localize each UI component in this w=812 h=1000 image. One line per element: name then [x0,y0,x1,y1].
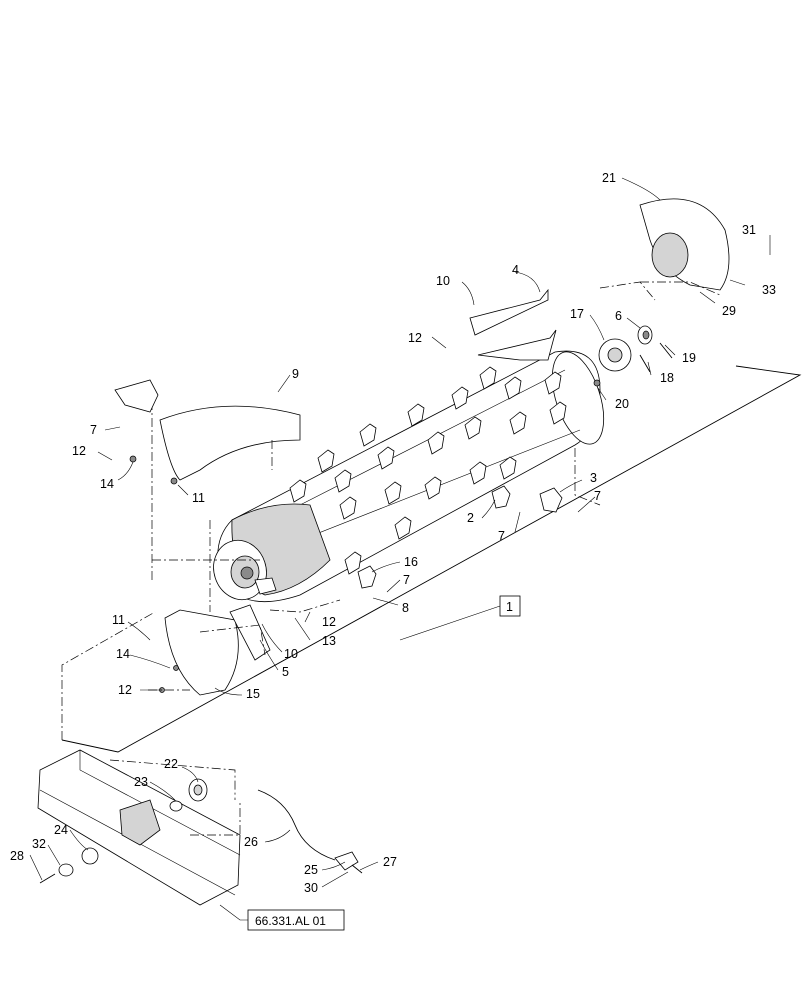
callout-27: 27 [383,855,397,869]
callout-16: 16 [404,555,418,569]
callout-2: 2 [467,511,474,525]
callout-10-bottom: 10 [284,647,298,661]
bearing-plates [159,604,271,696]
callout-12-top: 12 [408,331,422,345]
callout-18: 18 [660,371,674,385]
callout-20: 20 [615,397,629,411]
callout-25: 25 [304,863,318,877]
callout-24: 24 [54,823,68,837]
callout-7-lower: 7 [403,573,410,587]
assembly-frame [61,365,802,753]
callout-11-bottom: 11 [112,613,125,627]
callout-31: 31 [742,223,756,237]
callout-30: 30 [304,881,318,895]
callout-4: 4 [512,263,519,277]
callout-labels: 21 31 33 29 10 4 17 6 12 19 18 20 9 7 12… [10,171,776,895]
callout-3: 3 [590,471,597,485]
callout-23: 23 [134,775,148,789]
callout-28: 28 [10,849,24,863]
callout-box-1: 1 [499,595,521,617]
drive-end [593,198,730,387]
callout-19: 19 [682,351,696,365]
top-shields [469,288,557,361]
reference-box-label: 66.331.AL 01 [255,914,326,928]
callout-33: 33 [762,283,776,297]
callout-7-mid: 7 [498,529,505,543]
reference-box: 66.331.AL 01 [247,909,345,931]
callout-22: 22 [164,757,178,771]
loose-paddles [357,485,563,589]
callout-17: 17 [570,307,584,321]
cable-assembly [257,789,363,874]
drum-rotor [213,350,605,602]
callout-9: 9 [292,367,299,381]
callout-7-right: 7 [594,489,601,503]
callout-14-bottom: 14 [116,647,130,661]
callout-15: 15 [246,687,260,701]
callout-21: 21 [602,171,616,185]
callout-32: 32 [32,837,46,851]
leader-lines [29,177,771,921]
callout-12-mid: 12 [322,615,336,629]
callout-13: 13 [322,634,336,648]
drum-paddles [289,366,567,575]
callout-6: 6 [615,309,622,323]
left-shield [114,379,301,485]
callout-7-left: 7 [90,423,97,437]
callout-14-left: 14 [100,477,114,491]
callout-26: 26 [244,835,258,849]
callout-1: 1 [506,600,513,614]
callout-12-left: 12 [72,444,86,458]
construction-lines [148,281,721,691]
callout-8: 8 [402,601,409,615]
callout-10-top: 10 [436,274,450,288]
callout-29: 29 [722,304,736,318]
callout-5: 5 [282,665,289,679]
callout-11-left: 11 [192,491,205,505]
callout-12-bottom: 12 [118,683,132,697]
lower-frame [37,749,241,906]
